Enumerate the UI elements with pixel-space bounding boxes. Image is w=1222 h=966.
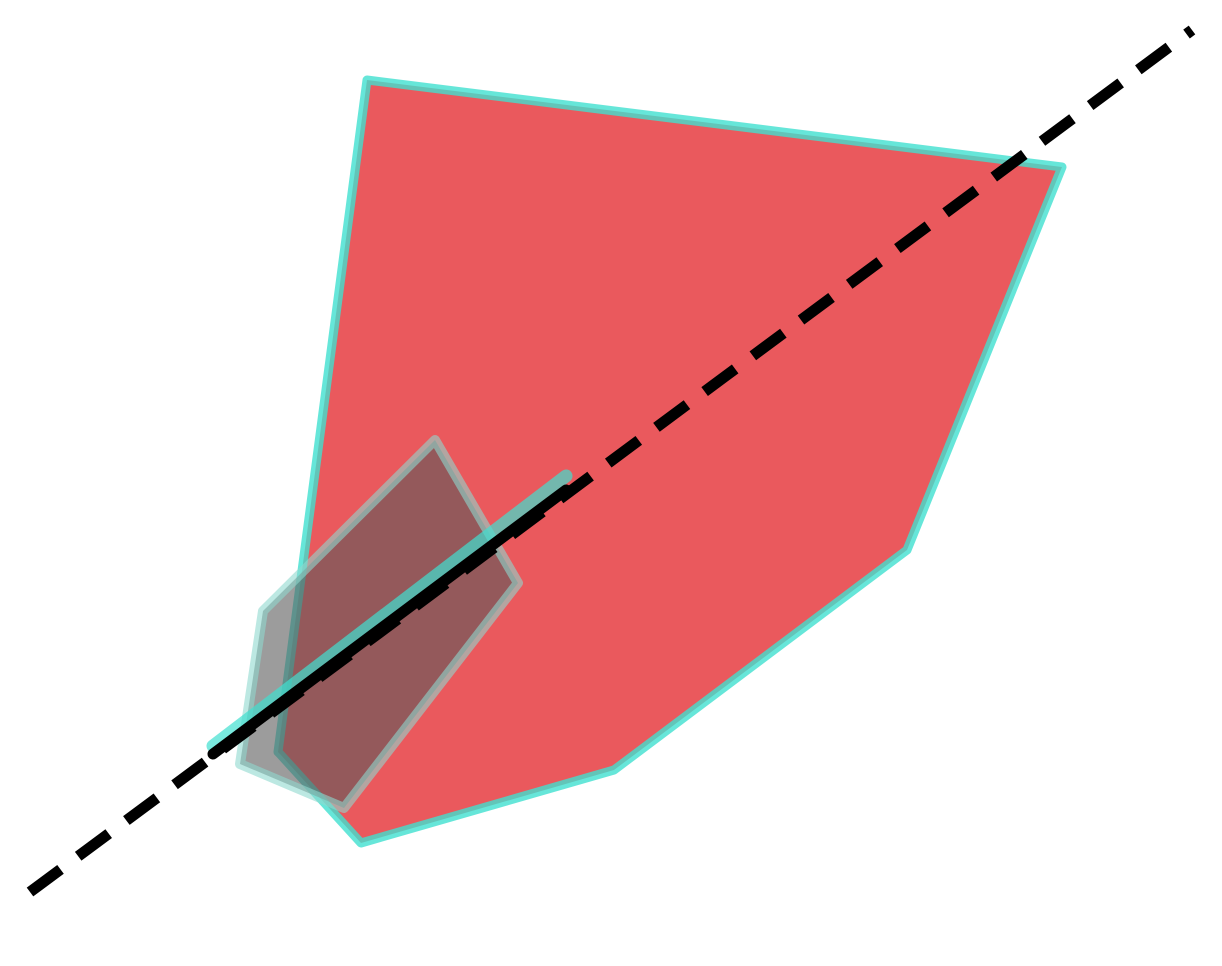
solid-segment-highlight xyxy=(206,469,573,753)
solid-segment-group xyxy=(206,469,573,760)
solid-segment xyxy=(207,484,572,760)
